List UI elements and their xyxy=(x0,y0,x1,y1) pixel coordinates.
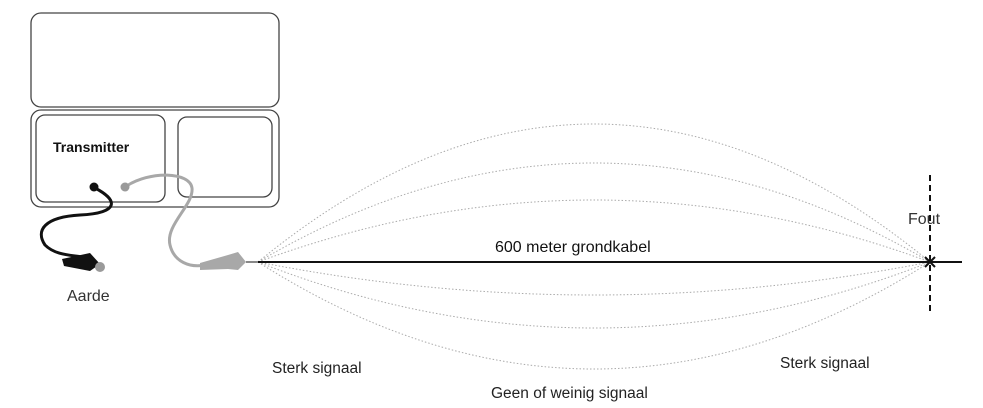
transmitter-side-compartment xyxy=(177,116,273,198)
signal-lead-plug xyxy=(120,182,130,192)
ground-stake xyxy=(95,262,105,272)
fault-marker: Fout xyxy=(908,175,941,315)
field-line-lower-3 xyxy=(257,261,931,370)
transmitter-label: Transmitter xyxy=(53,139,130,155)
no-signal-label: Geen of weinig signaal xyxy=(491,385,648,402)
field-line-lower-2 xyxy=(257,261,931,329)
signal-wire xyxy=(124,173,206,268)
ground-label: Aarde xyxy=(67,288,110,305)
signal-clamp xyxy=(200,252,246,270)
ground-lead: Aarde xyxy=(39,182,113,305)
field-line-upper-1 xyxy=(257,123,931,263)
field-line-lower-1 xyxy=(257,261,931,296)
ground-clamp xyxy=(62,253,100,271)
signal-lead xyxy=(120,173,258,270)
strong-signal-right-label: Sterk signaal xyxy=(780,355,870,372)
fault-cross-icon xyxy=(924,256,936,268)
fault-label: Fout xyxy=(908,211,941,228)
transmitter-unit: Transmitter xyxy=(30,12,280,208)
transmitter-compartment xyxy=(35,114,166,203)
strong-signal-left-label: Sterk signaal xyxy=(272,360,362,377)
field-line-upper-2 xyxy=(257,162,931,263)
cable-label: 600 meter grondkabel xyxy=(495,239,651,256)
ground-wire xyxy=(39,186,113,264)
field-lines xyxy=(257,123,931,370)
transmitter-top-panel xyxy=(30,12,280,108)
field-line-upper-3 xyxy=(257,199,931,263)
ground-lead-plug xyxy=(89,182,99,192)
